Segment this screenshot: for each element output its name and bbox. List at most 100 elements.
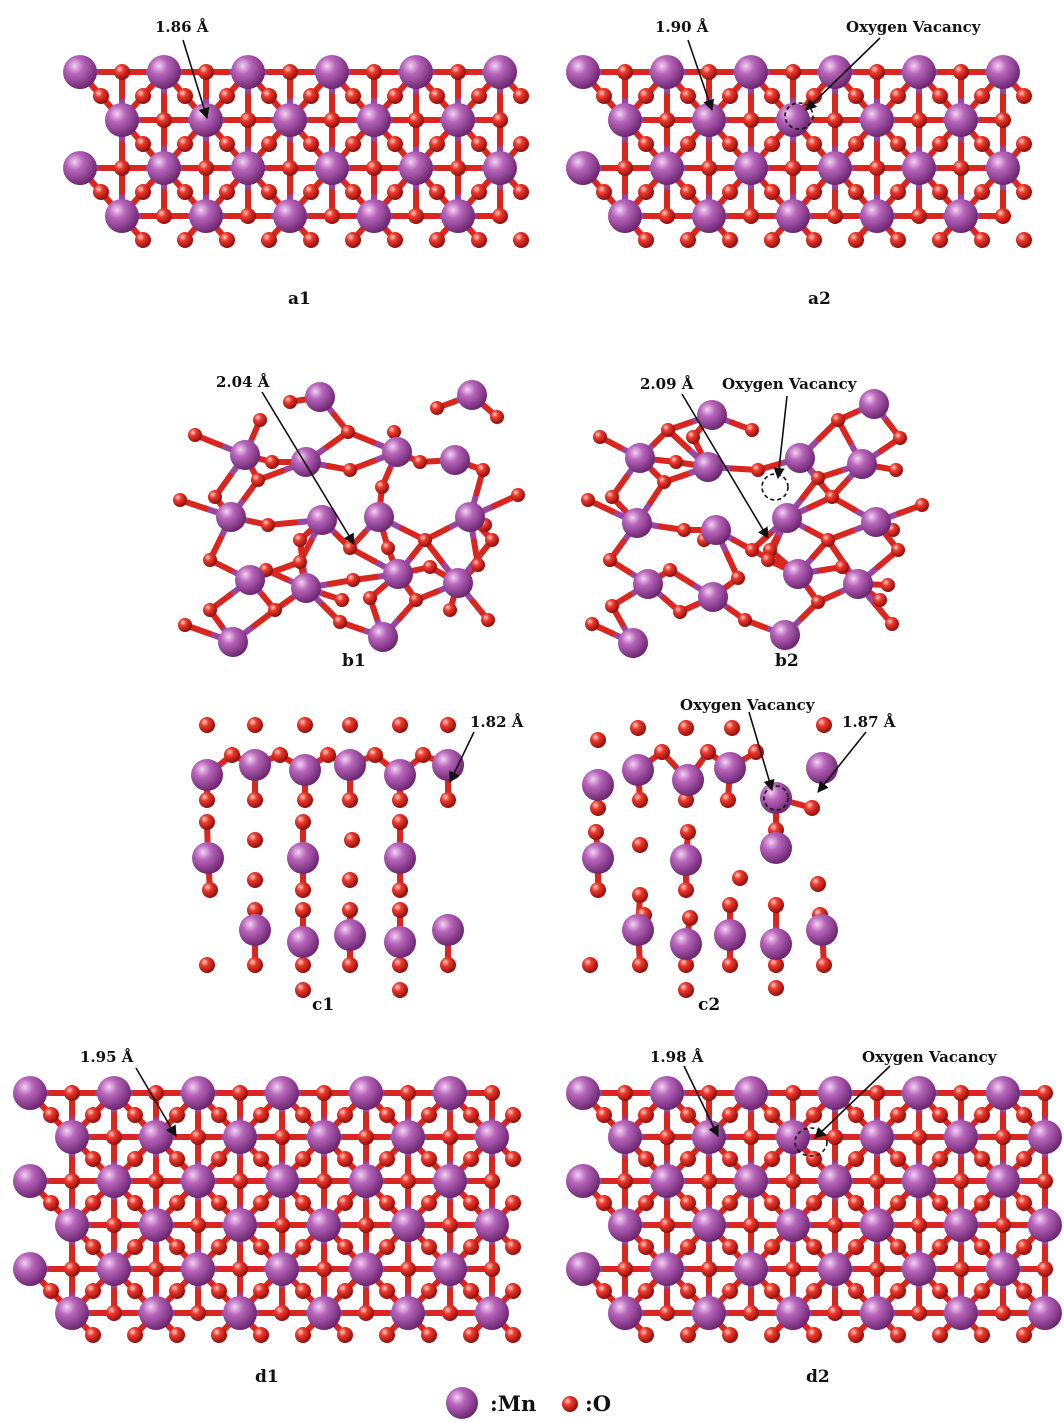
manganese-atom xyxy=(770,620,800,650)
oxygen-atom xyxy=(247,957,263,973)
oxygen-atom xyxy=(85,1239,101,1255)
oxygen-atom xyxy=(379,1195,395,1211)
oxygen-atom xyxy=(995,1305,1011,1321)
panel-label-d1: d1 xyxy=(255,1367,279,1387)
oxygen-atom xyxy=(722,1239,738,1255)
oxygen-atom xyxy=(169,1239,185,1255)
manganese-atom xyxy=(734,151,768,185)
oxygen-atom xyxy=(911,112,927,128)
oxygen-atom xyxy=(190,1217,206,1233)
panel-label-c1: c1 xyxy=(312,995,334,1015)
oxygen-atom xyxy=(911,208,927,224)
oxygen-atom xyxy=(253,1107,269,1123)
oxygen-atom xyxy=(932,1327,948,1343)
manganese-atom xyxy=(105,103,139,137)
oxygen-atom xyxy=(265,455,279,469)
oxygen-atom xyxy=(995,1129,1011,1145)
oxygen-atom xyxy=(891,543,905,557)
bond-length-b1: 2.04 Å xyxy=(216,373,270,391)
oxygen-atom xyxy=(617,160,633,176)
oxygen-atom xyxy=(1037,1173,1053,1189)
oxygen-atom xyxy=(657,475,671,489)
oxygen-atom xyxy=(85,1195,101,1211)
oxygen-atom xyxy=(421,1107,437,1123)
oxygen-atom xyxy=(106,1129,122,1145)
oxygen-atom xyxy=(211,1239,227,1255)
oxygen-atom xyxy=(638,1327,654,1343)
oxygen-atom xyxy=(240,112,256,128)
oxygen-atom xyxy=(421,1239,437,1255)
manganese-atom xyxy=(672,764,704,796)
oxygen-atom xyxy=(995,208,1011,224)
oxygen-atom xyxy=(484,1173,500,1189)
oxygen-atom xyxy=(387,232,403,248)
manganese-atom xyxy=(289,754,321,786)
vacancy-arrow-c2 xyxy=(748,711,775,792)
oxygen-atom xyxy=(686,430,700,444)
oxygen-atom xyxy=(1016,1107,1032,1123)
oxygen-atom xyxy=(211,1151,227,1167)
oxygen-atom xyxy=(366,160,382,176)
oxygen-atom xyxy=(1016,136,1032,152)
oxygen-atom xyxy=(392,957,408,973)
oxygen-atom xyxy=(261,136,277,152)
oxygen-atom xyxy=(682,910,698,926)
oxygen-atom xyxy=(974,136,990,152)
manganese-atom xyxy=(760,832,792,864)
oxygen-atom xyxy=(505,1283,521,1299)
oxygen-atom xyxy=(337,1283,353,1299)
oxygen-atom xyxy=(203,553,217,567)
oxygen-atom xyxy=(224,747,240,763)
oxygen-atom xyxy=(261,232,277,248)
oxygen-vacancy-marker-b2 xyxy=(761,473,789,501)
manganese-atom xyxy=(818,151,852,185)
oxygen-atom xyxy=(722,957,738,973)
oxygen-atom xyxy=(911,1305,927,1321)
oxygen-atom xyxy=(663,563,677,577)
oxygen-atom xyxy=(827,112,843,128)
oxygen-atom xyxy=(974,1327,990,1343)
oxygen-atom xyxy=(932,232,948,248)
oxygen-atom xyxy=(337,1195,353,1211)
oxygen-atom xyxy=(295,1195,311,1211)
oxygen-atom xyxy=(492,208,508,224)
manganese-atom xyxy=(55,1296,89,1330)
oxygen-atom xyxy=(1016,1327,1032,1343)
manganese-atom xyxy=(433,1164,467,1198)
oxygen-atom xyxy=(764,1195,780,1211)
manganese-atom xyxy=(701,515,731,545)
manganese-atom xyxy=(776,1296,810,1330)
oxygen-atom xyxy=(283,395,297,409)
oxygen-atom xyxy=(337,1327,353,1343)
oxygen-atom xyxy=(429,88,445,104)
oxygen-atom xyxy=(743,1305,759,1321)
manganese-atom xyxy=(218,627,248,657)
oxygen-atom xyxy=(392,902,408,918)
oxygen-atom xyxy=(680,88,696,104)
oxygen-atom xyxy=(342,792,358,808)
oxygen-atom xyxy=(890,232,906,248)
oxygen-atom xyxy=(638,1195,654,1211)
oxygen-atom xyxy=(345,232,361,248)
oxygen-atom xyxy=(638,1151,654,1167)
structure-c2 xyxy=(582,717,838,998)
oxygen-atom xyxy=(64,1085,80,1101)
oxygen-atom xyxy=(169,1327,185,1343)
oxygen-atom xyxy=(680,184,696,200)
manganese-atom xyxy=(291,447,321,477)
oxygen-atom xyxy=(881,578,895,592)
vacancy-arrow-b2 xyxy=(773,395,788,480)
panel-a1: 1.86 Å a1 xyxy=(63,18,529,309)
oxygen-atom xyxy=(701,1085,717,1101)
oxygen-atom xyxy=(890,1195,906,1211)
oxygen-vacancy-marker-c2 xyxy=(763,785,789,811)
oxygen-atom xyxy=(953,1085,969,1101)
oxygen-atom xyxy=(421,1195,437,1211)
oxygen-atom xyxy=(272,747,288,763)
oxygen-atom xyxy=(202,882,218,898)
oxygen-atom xyxy=(720,792,736,808)
bond-arrow-a1 xyxy=(182,39,210,120)
oxygen-atom xyxy=(974,184,990,200)
oxygen-atom xyxy=(421,1283,437,1299)
oxygen-atom xyxy=(932,1283,948,1299)
